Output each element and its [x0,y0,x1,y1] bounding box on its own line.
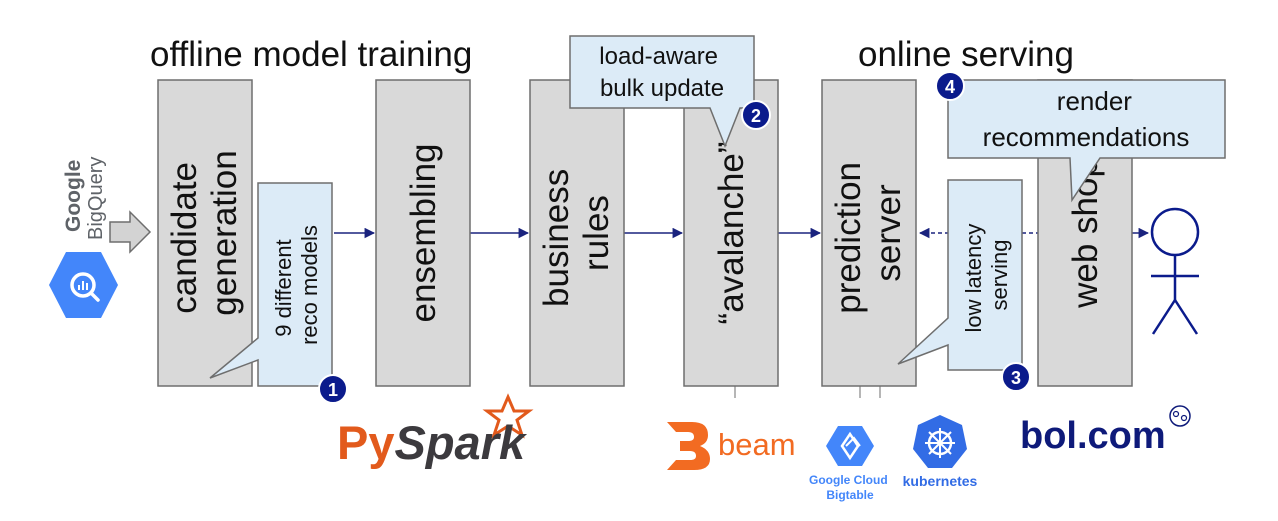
kubernetes-wordmark: kubernetes [903,473,978,489]
svg-text:render recommendations: render recommendations [983,86,1190,152]
online-section-title: online serving [858,35,1074,74]
svg-text:load-aware bulk update: load-aware bulk update [599,43,724,102]
stage-label-line: server [869,184,908,282]
svg-text:“avalanche”: “avalanche” [712,142,751,325]
stage-label-line: “avalanche” [712,142,751,325]
callout-4-line: recommendations [983,122,1190,152]
callout-bulk-update: load-aware bulk update [569,35,755,149]
stage-prediction-server: prediction server [821,79,917,398]
stage-candidate-generation: candidate generation [157,79,253,387]
badge-4-label: 4 [945,77,955,97]
svg-text:business rules: business rules [537,159,616,307]
bol-wordmark: bol.com [1020,415,1166,457]
callout-4-line: render [1057,86,1132,116]
bol-logo: bol.com [1020,405,1191,457]
stage-business-rules: business rules [529,79,625,387]
callout-1-line: 9 different [271,239,296,336]
user-icon [1150,207,1200,335]
callout-3-line: low latency [961,224,986,333]
callout-2-line: bulk update [600,75,724,102]
beam-icon [667,422,710,470]
bigtable-line-2: Bigtable [826,488,874,502]
svg-text:ensembling: ensembling [404,144,443,323]
callout-low-latency: low latency serving [897,179,1023,371]
beam-wordmark: beam [718,427,796,462]
callout-reco-models: 9 different reco models [209,182,333,387]
svg-text:9 different reco models: 9 different reco models [271,225,322,345]
stage-label-line: generation [205,150,244,315]
stage-ensembling: ensembling [375,79,471,387]
beam-logo: beam [667,422,796,470]
pyspark-spark: Spark [395,416,528,469]
stage-label-line: candidate [165,162,204,314]
stage-label-line: rules [577,195,616,271]
callout-3-line: serving [987,240,1012,311]
svg-text:PySpark: PySpark [337,416,528,469]
google-wordmark: Google [62,160,85,232]
bigtable-icon [826,426,874,466]
badge-1: 1 [318,374,348,404]
badge-3-label: 3 [1011,368,1021,388]
stage-label-line: prediction [829,162,868,314]
bigquery-wordmark: BigQuery [85,157,107,240]
kubernetes-logo: kubernetes [903,415,978,489]
bigtable-line-1: Google Cloud [809,473,888,487]
pyspark-star-icon [482,393,534,439]
offline-section-title: offline model training [150,35,472,74]
callout-2-line: load-aware [599,43,718,70]
stage-label-line: business [537,169,576,307]
callout-render-recommendations: render recommendations [947,79,1226,203]
svg-text:prediction server: prediction server [829,152,908,314]
pyspark-logo: PySpark [337,393,534,469]
badge-2: 2 [741,100,771,130]
input-arrow [109,210,152,254]
badge-4: 4 [935,71,965,101]
bigtable-logo: Google Cloud Bigtable [809,426,891,502]
badge-3: 3 [1001,362,1031,392]
svg-text:candidate generation: candidate generation [165,150,244,315]
svg-text:low latency serving: low latency serving [961,218,1012,333]
pyspark-py: Py [337,416,395,469]
svg-text:Google Cloud Bigtable: Google Cloud Bigtable [809,473,891,502]
bol-smiley-icon [1169,405,1191,427]
badge-2-label: 2 [751,106,761,126]
bigquery-logo: Google BigQuery [49,157,118,318]
stage-label-line: ensembling [404,144,443,323]
badge-1-label: 1 [328,380,338,400]
callout-1-line: reco models [297,225,322,345]
